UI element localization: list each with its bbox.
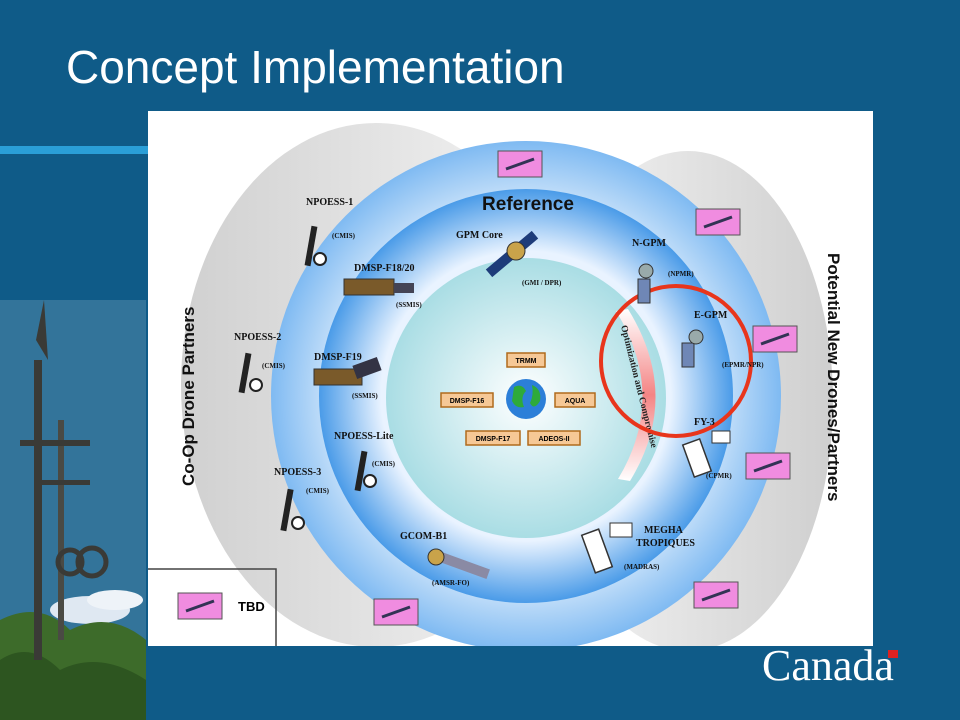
- sat-sensor-fy-3: (CPMR): [706, 472, 732, 480]
- sat-label-gcom-b1: GCOM-B1: [400, 531, 447, 542]
- sat-label-npoess-lite: NPOESS-Lite: [334, 431, 394, 442]
- satellite-fy-3-icon: [681, 430, 731, 479]
- reference-label: Reference: [482, 194, 574, 215]
- right-band-label: Potential New Drones/Partners: [824, 253, 843, 501]
- svg-text:DMSP-F17: DMSP-F17: [476, 436, 511, 443]
- satellite-npoess-lite-icon: [354, 450, 377, 492]
- sat-label-dmsp-f19: DMSP-F19: [314, 352, 362, 363]
- core-box-dmsp-f17: DMSP-F17: [465, 430, 521, 446]
- sat-sensor-n-gpm: (NPMR): [668, 270, 694, 278]
- sat-label-npoess-2: NPOESS-2: [234, 332, 281, 343]
- sat-label-npoess-3: NPOESS-3: [274, 467, 321, 478]
- satellite-npoess-1-icon: [304, 225, 327, 267]
- svg-text:ADEOS-II: ADEOS-II: [538, 436, 569, 443]
- tbd-legend: TBD: [148, 568, 277, 646]
- drone-icon: [497, 150, 543, 178]
- satellite-n-gpm-icon: [637, 263, 654, 304]
- sat-sensor-e-gpm: (EPMR/NPR): [722, 361, 764, 369]
- sat-label-fy-3: FY-3: [694, 417, 715, 428]
- drone-icon: [695, 208, 741, 236]
- satellite-dmsp-f18-icon: [343, 278, 414, 296]
- sat-sensor-npoess-2: (CMIS): [262, 362, 286, 370]
- left-band-label: Co-Op Drone Partners: [179, 307, 198, 486]
- svg-text:DMSP-F16: DMSP-F16: [450, 398, 485, 405]
- satellite-npoess-2-icon: [238, 352, 263, 394]
- slide-title: Concept Implementation: [66, 41, 565, 93]
- core-box-trmm: TRMM: [506, 352, 546, 368]
- sat-sensor-megha-tropiques: (MADRAS): [624, 563, 660, 571]
- drone-icon: [752, 325, 798, 353]
- svg-text:AQUA: AQUA: [565, 398, 586, 405]
- sat-label-npoess-1: NPOESS-1: [306, 197, 353, 208]
- earth-globe-icon: [506, 379, 546, 419]
- satellite-gcom-b1-icon: [427, 548, 490, 579]
- sat-label-tropiques: TROPIQUES: [636, 538, 695, 549]
- drone-icon: [693, 581, 739, 609]
- tower-photo: [0, 300, 146, 720]
- sat-sensor-dmsp-f19: (SSMIS): [352, 392, 378, 400]
- sat-label-gpm-core: GPM Core: [456, 230, 503, 241]
- satellite-npoess-3-icon: [280, 488, 305, 532]
- sat-sensor-npoess-1: (CMIS): [332, 232, 356, 240]
- satellite-gpm-core-icon: [485, 230, 539, 278]
- flag-icon: [888, 650, 898, 658]
- core-box-adeos-ii: ADEOS-II: [527, 430, 581, 446]
- satellite-megha-tropiques-icon: [580, 522, 633, 574]
- sat-label-megha: MEGHA: [644, 525, 684, 536]
- drone-icon: [373, 598, 419, 626]
- sat-sensor-gpm-core: (GMI / DPR): [522, 279, 562, 287]
- accent-bar: [0, 146, 148, 154]
- sat-label-dmsp-f18: DMSP-F18/20: [354, 263, 415, 274]
- sat-label-n-gpm: N-GPM: [632, 238, 666, 249]
- core-box-dmsp-f16: DMSP-F16: [440, 392, 494, 408]
- canada-wordmark: Canada: [762, 641, 894, 690]
- satellite-e-gpm-icon: [681, 329, 704, 368]
- sat-sensor-dmsp-f18: (SSMIS): [396, 301, 422, 309]
- core-box-aqua: AQUA: [554, 392, 596, 408]
- sat-label-e-gpm: E-GPM: [694, 310, 728, 321]
- drone-icon: [745, 452, 791, 480]
- constellation-diagram: Reference Co-Op Drone Partners Potential…: [148, 123, 843, 651]
- sat-sensor-npoess-lite: (CMIS): [372, 460, 396, 468]
- sat-sensor-gcom-b1: (AMSR-FO): [432, 579, 470, 587]
- tbd-label: TBD: [238, 599, 265, 614]
- diagram-panel: Reference Co-Op Drone Partners Potential…: [148, 111, 873, 651]
- svg-text:TRMM: TRMM: [516, 358, 537, 365]
- highlight-circle: [599, 284, 753, 438]
- sat-sensor-npoess-3: (CMIS): [306, 487, 330, 495]
- optimization-arc: [616, 309, 656, 481]
- satellite-dmsp-f19-icon: [313, 356, 382, 386]
